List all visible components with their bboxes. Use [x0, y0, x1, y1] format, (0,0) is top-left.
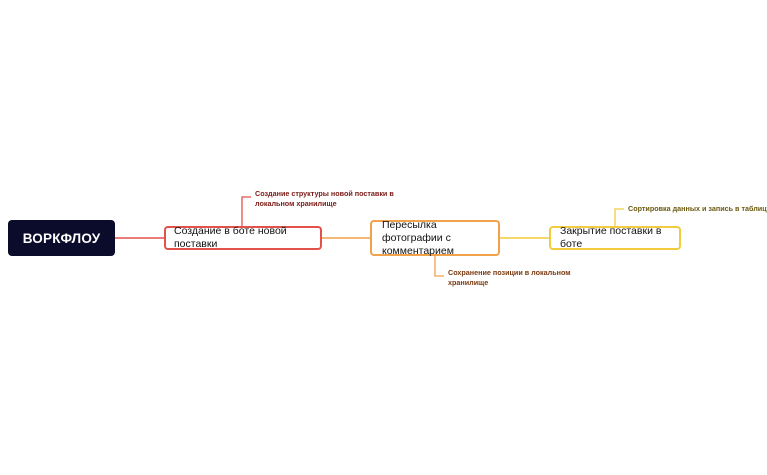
step-note-close-delivery: Сортировка данных и запись в таблицу — [628, 204, 767, 214]
step-note-create-delivery: Создание структуры новой поставки в лока… — [255, 189, 395, 209]
step-label: Закрытие поставки в боте — [560, 225, 662, 250]
step-label: Создание в боте новой поставки — [174, 225, 287, 250]
step-label: Пересылка фотографии с комментарием — [382, 218, 454, 257]
root-label: ВОРКФЛОУ — [22, 230, 101, 246]
step-note-forward-photo: Сохранение позиции в локальном хранилище — [448, 268, 578, 288]
step-node-forward-photo[interactable]: Пересылка фотографии с комментарием — [370, 218, 500, 257]
step-node-close-delivery[interactable]: Закрытие поставки в боте — [549, 225, 681, 250]
step-node-create-delivery[interactable]: Создание в боте новой поставки — [164, 225, 322, 250]
note-text: Создание структуры новой поставки в лока… — [255, 189, 394, 208]
connector-step1-to-note1 — [241, 196, 251, 226]
root-node[interactable]: ВОРКФЛОУ — [8, 220, 115, 256]
connector-step2-to-note2 — [434, 256, 444, 277]
note-text: Сортировка данных и запись в таблицу — [628, 204, 767, 213]
note-text: Сохранение позиции в локальном хранилище — [448, 268, 571, 287]
connector-step3-to-note3 — [614, 208, 624, 226]
